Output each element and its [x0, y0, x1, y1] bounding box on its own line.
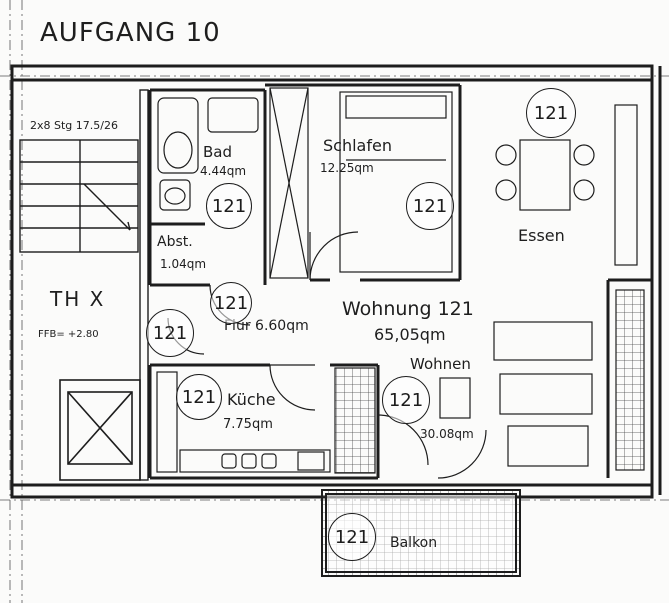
room-area-abst: 1.04qm: [160, 257, 207, 271]
dining-table: [495, 139, 595, 211]
sideboard: [614, 104, 638, 266]
kitchen-counter: [156, 371, 331, 473]
apartment-area: 65,05qm: [374, 325, 446, 344]
room-name-essen: Essen: [518, 226, 565, 245]
exterior-walls: [10, 64, 662, 499]
room-area-bad: 4.44qm: [200, 164, 247, 178]
unit-tag-essen: 121: [526, 88, 576, 138]
room-name-wohnen: Wohnen: [410, 355, 471, 373]
hatched-storage: [334, 289, 645, 474]
room-area-flur: 6.60qm: [255, 318, 309, 334]
apartment-name: Wohnung 121: [342, 298, 474, 320]
stair-title: AUFGANG 10: [40, 18, 221, 48]
elevator-shaft: [59, 379, 141, 481]
unit-tag-kueche: 121: [176, 374, 222, 420]
bed: [339, 91, 453, 273]
unit-tag-abst: 121: [210, 282, 252, 324]
unit-tag-bad: 121: [206, 183, 252, 229]
unit-tag-wohnen: 121: [382, 376, 430, 424]
room-name-balkon: Balkon: [390, 535, 438, 551]
room-area-kueche: 7.75qm: [223, 417, 273, 432]
stair-spec: 2x8 Stg 17.5/26: [30, 119, 118, 132]
wardrobe: [269, 87, 309, 279]
room-area-wohnen: 30.08qm: [420, 427, 474, 441]
living-furniture: [439, 321, 593, 467]
landing-label: TH X: [50, 287, 106, 311]
stair-structure: [19, 89, 149, 481]
unit-tag-schlafen: 121: [406, 182, 454, 230]
bath-fixtures: [157, 97, 259, 211]
room-name-kueche: Küche: [227, 390, 276, 409]
room-name-abst: Abst.: [157, 234, 193, 250]
unit-tag-landing: 121: [146, 309, 194, 357]
interior-walls: [148, 83, 652, 480]
room-name-schlafen: Schlafen: [323, 136, 392, 155]
unit-tag-balkon: 121: [328, 513, 376, 561]
room-name-bad: Bad: [203, 143, 233, 161]
room-area-schlafen: 12.25qm: [320, 161, 374, 175]
floor-level: FFB= +2.80: [38, 329, 99, 340]
